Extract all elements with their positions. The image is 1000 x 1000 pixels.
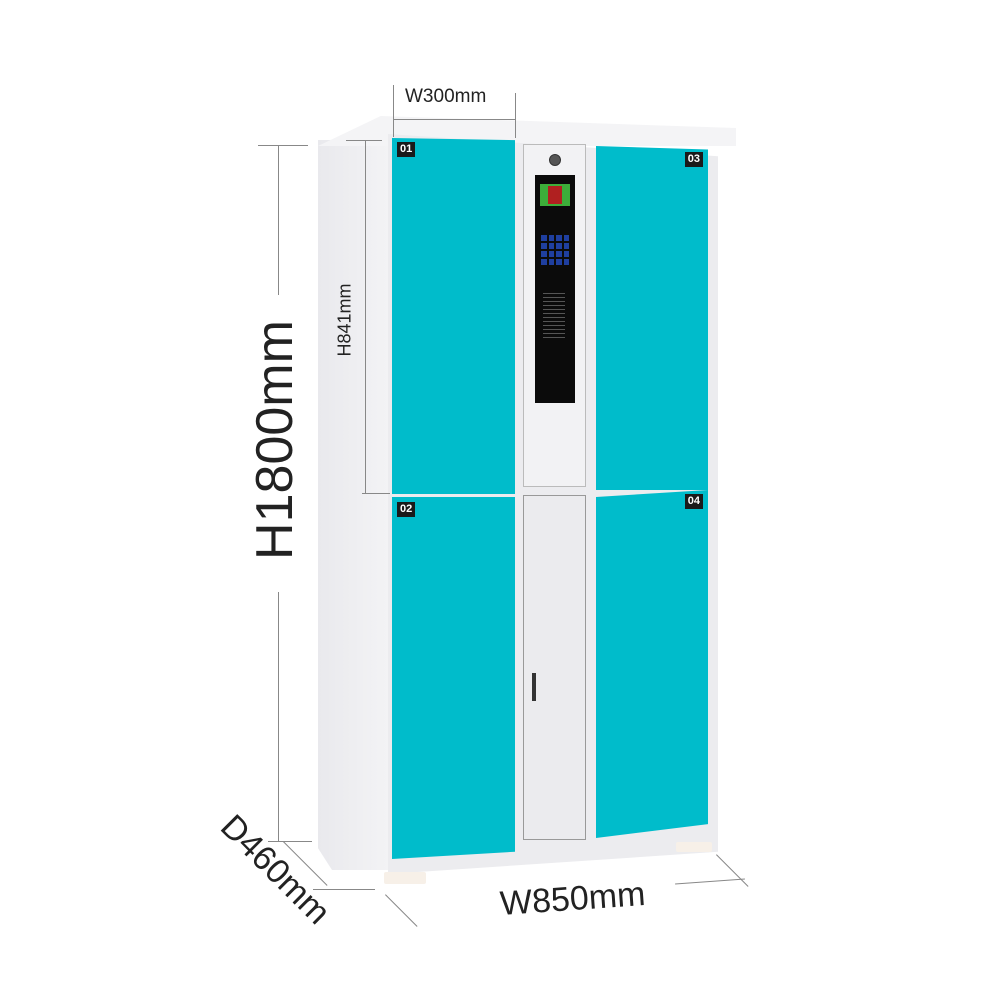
locker-door-02[interactable]: 02 <box>392 497 515 859</box>
key-lock-icon[interactable] <box>532 673 536 701</box>
locker-door-01[interactable]: 01 <box>392 138 515 494</box>
cabinet-side <box>318 140 388 870</box>
locker-door-03[interactable]: 03 <box>596 146 708 490</box>
door-number-03: 03 <box>684 152 703 167</box>
dim-line-w850-right <box>716 854 749 887</box>
dim-line-h841-top <box>346 140 382 141</box>
dim-label-total-width: W850mm <box>498 874 647 924</box>
door-number-01: 01 <box>397 142 416 157</box>
cabinet-foot-left <box>384 872 426 884</box>
dim-line-h1800-bottom <box>268 841 312 842</box>
dim-line-w300-bar <box>393 119 515 120</box>
dim-label-compartment-height: H841mm <box>334 283 355 357</box>
dim-line-w300-left <box>393 85 394 137</box>
storage-door[interactable] <box>523 495 586 840</box>
dim-line-h1800-bar-upper <box>278 145 279 295</box>
dim-line-h841-bottom <box>362 493 390 494</box>
lock-icon[interactable] <box>549 154 561 166</box>
door-number-04: 04 <box>684 494 703 509</box>
dim-line-w850-bar <box>675 878 745 885</box>
dim-label-total-height: H1800mm <box>246 320 304 560</box>
dim-line-h1800-top <box>258 145 308 146</box>
dim-line-w300-right <box>515 93 516 138</box>
display-screen <box>540 184 570 206</box>
control-column <box>523 144 586 487</box>
dim-line-d460-bottom <box>313 889 375 890</box>
cabinet-top <box>318 116 736 146</box>
instructions-text <box>543 290 565 340</box>
dim-line-w850-left <box>385 894 418 927</box>
locker-door-04[interactable]: 04 <box>596 490 708 838</box>
control-panel <box>535 175 575 403</box>
cabinet-foot-right <box>676 842 712 852</box>
dim-line-h1800-bar-lower <box>278 592 279 842</box>
dim-line-h841-bar <box>365 140 366 494</box>
dim-label-compartment-width: W300mm <box>405 86 487 107</box>
keypad[interactable] <box>541 235 569 265</box>
door-number-02: 02 <box>397 502 416 517</box>
